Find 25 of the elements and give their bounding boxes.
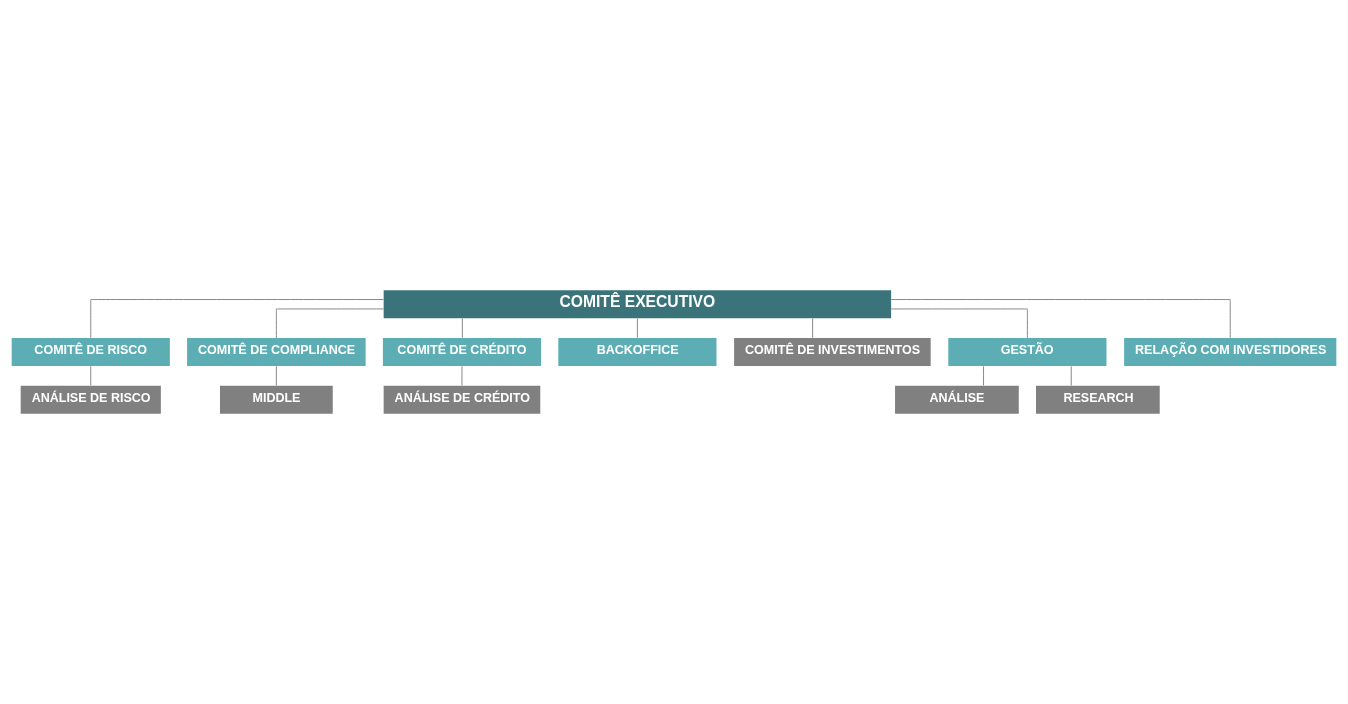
node-box: ANÁLISE DE CRÉDITO [383,385,541,414]
node-box: ANÁLISE [895,385,1019,414]
connector [812,318,814,339]
node-box: COMITÊ DE COMPLIANCE [187,337,366,367]
connector [90,299,384,339]
node-box: RESEARCH [1036,385,1160,414]
node-box: ANÁLISE DE RISCO [20,385,161,414]
node-box: BACKOFFICE [558,337,717,367]
connector [461,365,463,386]
node-box: COMITÊ DE RISCO [11,337,170,367]
node-box: MIDDLE [220,385,333,414]
connector [983,365,984,386]
node-box: COMITÊ DE INVESTIMENTOS [734,337,931,367]
connector [275,308,384,339]
connector [890,299,1231,339]
connector [636,318,638,339]
node-box: GESTÃO [948,337,1107,367]
connector [1070,365,1072,386]
connector [890,308,1028,339]
node-box: RELAÇÃO COM INVESTIDORES [1124,337,1337,367]
connector [461,318,463,339]
connector [275,365,277,386]
node-box: COMITÊ EXECUTIVO [383,290,892,319]
connector [90,365,92,386]
node-box: COMITÊ DE CRÉDITO [382,337,542,367]
